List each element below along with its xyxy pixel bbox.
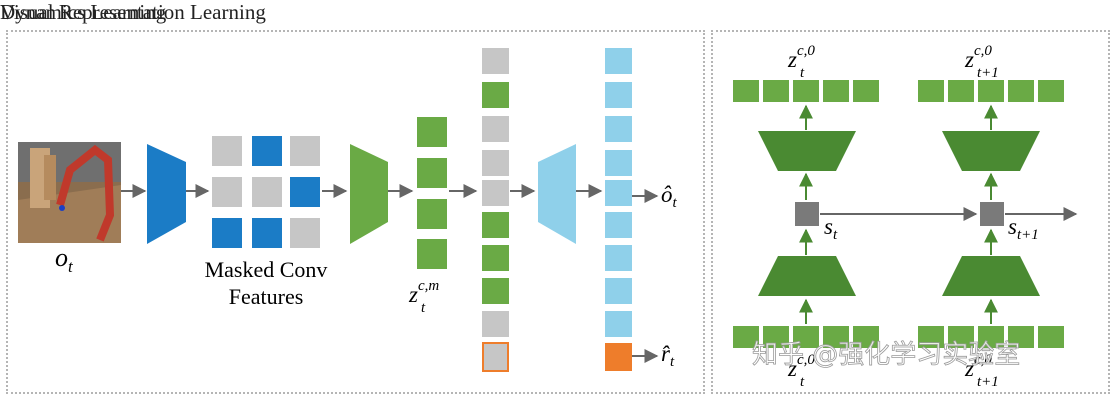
s-t-plus-1-label: st+1 [1008,214,1039,243]
encoder-trapezoid-left [758,256,856,296]
state-node-t-plus-1 [980,202,1004,226]
decoder-trapezoid [538,144,576,244]
decoder-trapezoid-right [942,131,1040,171]
dynamics-learning-title: Dynamics Learning [0,0,167,24]
visual-representation-title: Visual Representation Learning [0,0,266,24]
observation-label: ot [55,243,74,276]
watermark-text: 知乎 @强化学习实验室 [752,340,1020,370]
token-sequence-column [482,48,509,372]
encoder-trapezoid-right [942,256,1040,296]
dynamics-learning-panel [711,30,1110,394]
latent-row-top-left [733,80,879,102]
latent-row-bottom-left [733,326,879,348]
masked-conv-label-line1: Masked Conv [205,257,328,282]
latent-row-bottom-right [918,326,1064,348]
s-t-label: st [824,214,838,243]
output-column [605,48,632,371]
state-node-t [795,202,819,226]
r-hat-label: r̂t [661,341,675,370]
masked-conv-grid [212,136,320,248]
robot-observation-image [18,142,121,243]
latent-row-top-right [918,80,1064,102]
visual-representation-panel [6,30,705,394]
o-hat-label: ôt [661,182,678,211]
decoder-trapezoid-left [758,131,856,171]
masked-conv-label-line2: Features [229,284,304,309]
cnn-encoder-trapezoid [147,144,186,244]
projector-trapezoid [350,144,388,244]
masked-latent-column [417,117,447,269]
